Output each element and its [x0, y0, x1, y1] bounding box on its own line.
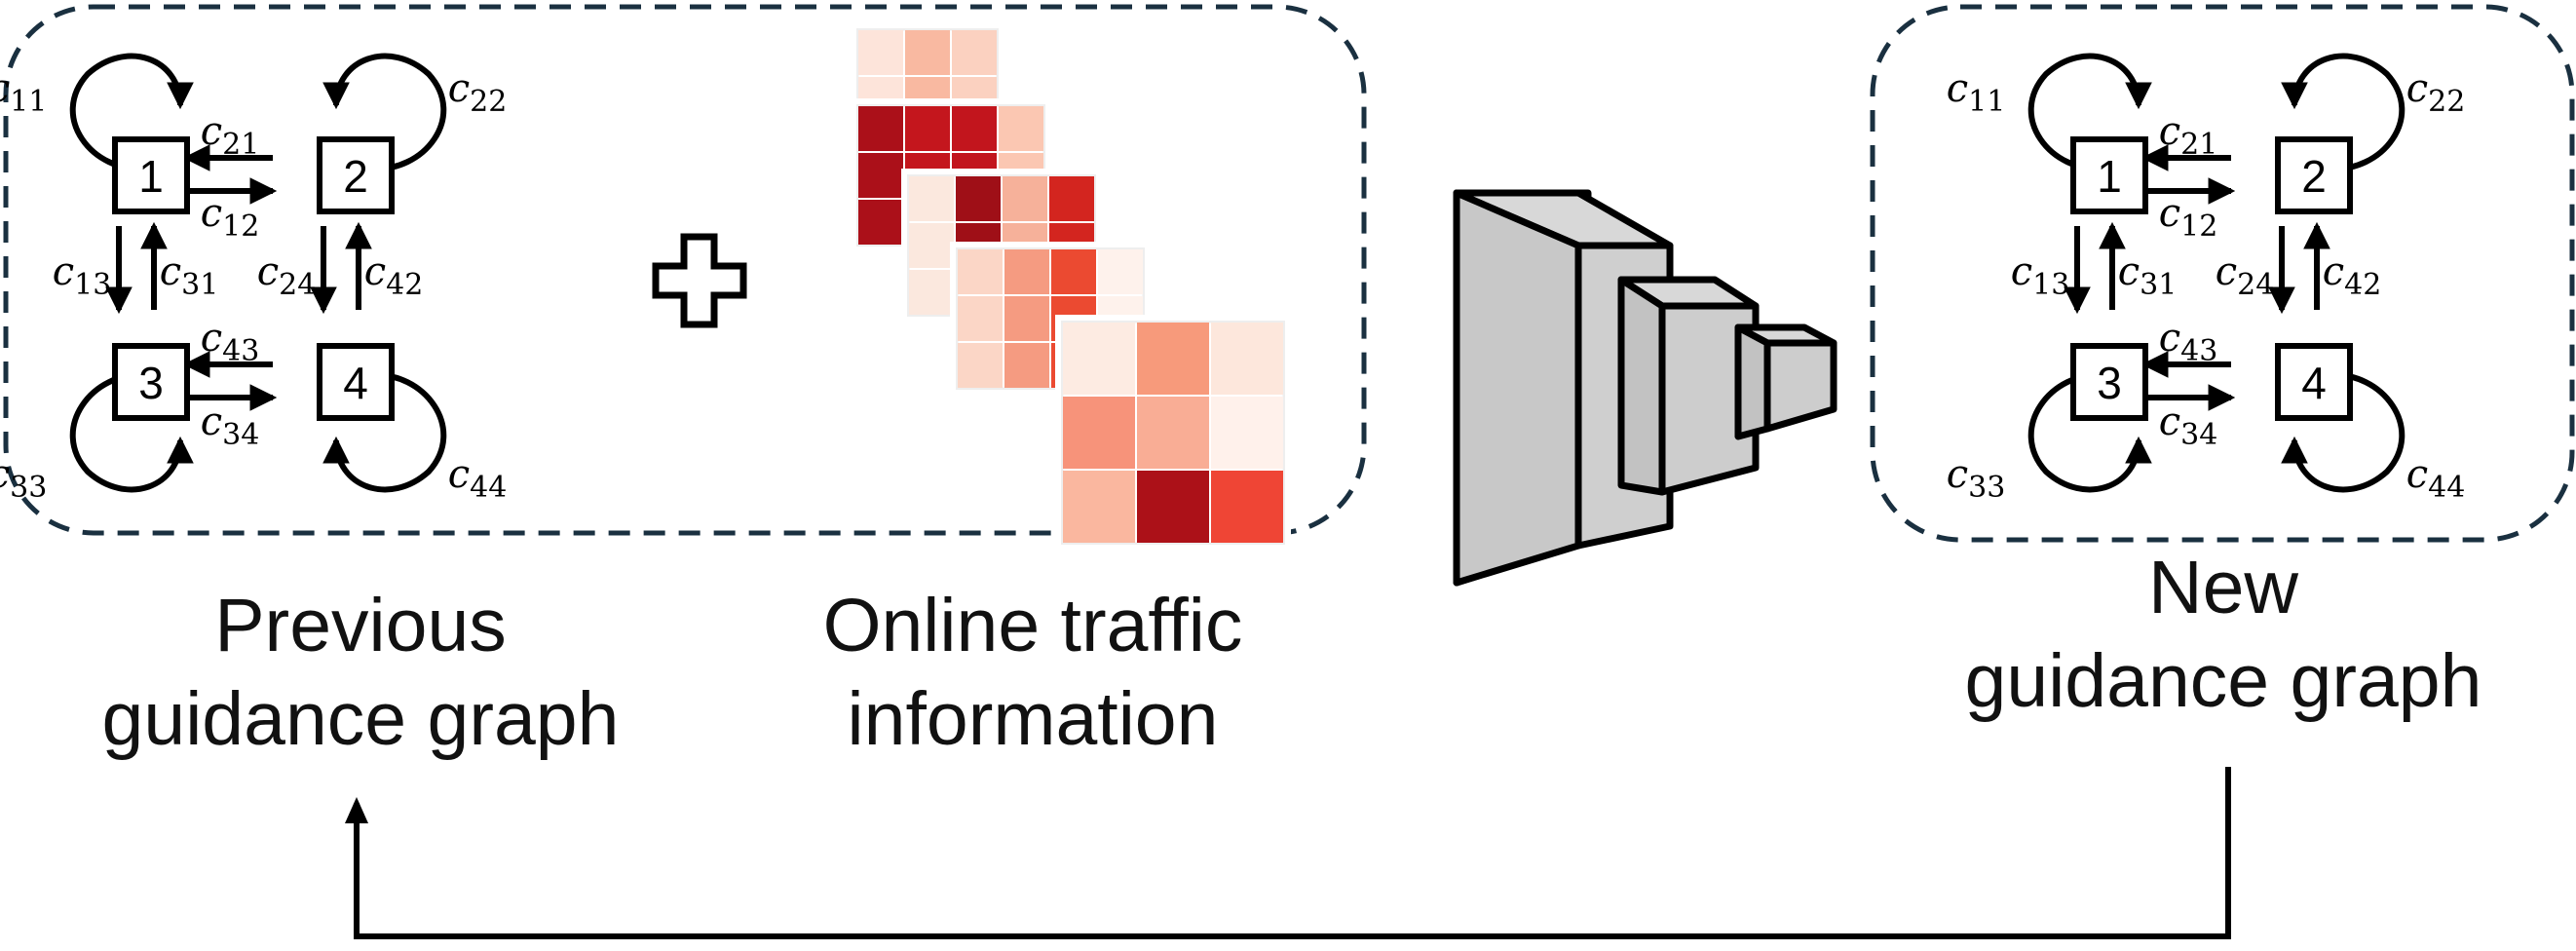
neural-network-icon	[1453, 189, 1837, 587]
heatmap-cell	[1137, 471, 1209, 543]
edge-label-c34: c34	[2159, 399, 2218, 452]
heatmap-cell	[1211, 471, 1283, 543]
new-graph-caption: New guidance graph	[1882, 541, 2564, 728]
heatmap-cell	[909, 176, 954, 221]
previous-graph-caption: Previous guidance graph	[19, 579, 701, 766]
edge-label-c44: c44	[2406, 452, 2466, 505]
edge-arrow-c22	[322, 53, 447, 172]
heatmap-cell	[1004, 343, 1049, 388]
edge-label-c13: c13	[2011, 249, 2070, 302]
node-label-4: 4	[343, 358, 368, 408]
heatmap-cell	[858, 153, 903, 198]
heatmap-cell	[958, 343, 1003, 388]
edge-arrow-c11	[2027, 53, 2152, 172]
heatmap-cell	[1211, 397, 1283, 469]
new-guidance-graph: 1 2 3 4 c11 c22 c33 c44 c21 c12 c43 c34 c13 c31 c24 c42	[1947, 53, 2466, 505]
edge-arrow-c44	[2281, 371, 2406, 493]
edge-label-c44: c44	[448, 452, 508, 505]
previous-caption-line-2: guidance graph	[101, 677, 620, 761]
node-label-3: 3	[2097, 358, 2122, 408]
edge-arrow-c22	[2281, 53, 2406, 172]
new-caption-line-2: guidance graph	[1964, 639, 2482, 723]
edge-label-c21: c21	[201, 109, 260, 162]
heatmap-cell	[909, 223, 954, 268]
node-label-1: 1	[2097, 151, 2122, 202]
edge-label-c43: c43	[201, 316, 260, 368]
node-box-2	[2275, 136, 2353, 214]
heatmap-cell	[1137, 323, 1209, 395]
input-group-box	[3, 4, 1367, 536]
heatmap-cell	[952, 106, 997, 151]
feedback-arrow-icon	[345, 767, 2231, 939]
node-box-4	[2275, 343, 2353, 421]
online-traffic-heatmaps	[851, 22, 1291, 551]
heatmap-cell	[958, 249, 1003, 294]
heatmap-cell	[1063, 323, 1135, 395]
node-box-2	[317, 136, 395, 214]
heatmap-cell	[909, 270, 954, 315]
edge-label-c42: c42	[2323, 249, 2382, 302]
online-caption-line-2: information	[847, 677, 1219, 761]
edge-label-c12: c12	[201, 191, 260, 244]
heatmap-cell	[1098, 249, 1143, 294]
heatmap-cell	[905, 30, 950, 75]
edge-arrow-c33	[2027, 371, 2152, 493]
heatmap-cell	[858, 200, 903, 245]
node-label-3: 3	[138, 358, 164, 408]
node-box-4	[317, 343, 395, 421]
heatmap-cell	[1003, 176, 1047, 221]
output-group-box	[1870, 4, 2575, 543]
edge-label-c21: c21	[2159, 109, 2218, 162]
heatmap-cell	[1211, 323, 1283, 395]
new-caption-line-1: New	[2147, 546, 2299, 629]
edge-label-c22: c22	[448, 66, 508, 119]
edge-label-c42: c42	[364, 249, 424, 302]
edge-label-c24: c24	[2216, 249, 2275, 302]
heatmap-cell	[1137, 397, 1209, 469]
heatmap-cell	[1049, 176, 1094, 221]
edge-label-c31: c31	[2118, 249, 2178, 302]
node-box-1	[112, 136, 190, 214]
edge-arrow-c33	[69, 371, 194, 493]
heatmap-cell	[956, 176, 1001, 221]
edge-label-c13: c13	[53, 249, 112, 302]
edge-label-c11: c11	[0, 66, 47, 119]
edge-arrow-c11	[69, 53, 194, 172]
edge-label-c33: c33	[0, 452, 47, 505]
node-label-2: 2	[2301, 151, 2327, 202]
edge-label-c31: c31	[160, 249, 219, 302]
plus-icon	[652, 233, 747, 328]
online-traffic-caption: Online traffic information	[760, 579, 1306, 766]
previous-guidance-graph: 1 2 3 4 c11 c22 c33 c44 c21 c12 c43 c34 c13 c31 c24 c42	[0, 53, 508, 505]
node-box-1	[2070, 136, 2148, 214]
node-box-3	[112, 343, 190, 421]
node-label-4: 4	[2301, 358, 2327, 408]
heatmap-layer-5	[1055, 315, 1291, 551]
edge-label-c43: c43	[2159, 316, 2218, 368]
edge-label-c12: c12	[2159, 191, 2218, 244]
node-label-2: 2	[343, 151, 368, 202]
heatmap-cell	[1063, 471, 1135, 543]
heatmap-cell	[1004, 296, 1049, 341]
heatmap-cell	[952, 30, 997, 75]
edge-label-c33: c33	[1947, 452, 2006, 505]
heatmap-cell	[1004, 249, 1049, 294]
edge-label-c22: c22	[2406, 66, 2466, 119]
heatmap-cell	[905, 106, 950, 151]
heatmap-cell	[1063, 397, 1135, 469]
heatmap-cell	[999, 106, 1043, 151]
node-label-1: 1	[138, 151, 164, 202]
node-box-3	[2070, 343, 2148, 421]
edge-label-c11: c11	[1947, 66, 2006, 119]
previous-caption-line-1: Previous	[214, 584, 507, 667]
heatmap-cell	[1051, 249, 1096, 294]
edge-label-c24: c24	[257, 249, 317, 302]
edge-arrow-c44	[322, 371, 447, 493]
heatmap-cell	[958, 296, 1003, 341]
heatmap-cell	[858, 106, 903, 151]
edge-label-c34: c34	[201, 399, 260, 452]
heatmap-cell	[858, 30, 903, 75]
online-caption-line-1: Online traffic	[822, 584, 1243, 667]
